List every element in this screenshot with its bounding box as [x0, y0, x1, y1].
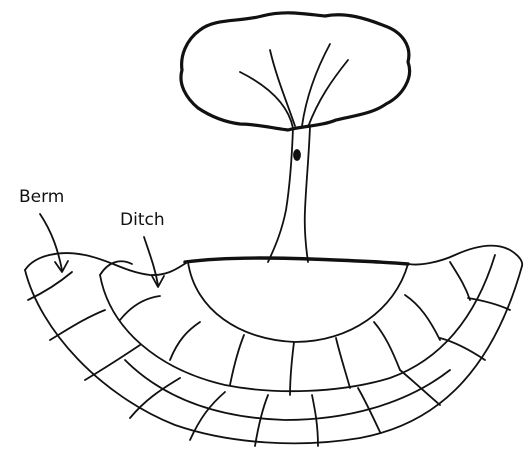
- soil-segment: [405, 295, 440, 340]
- soil-segment: [290, 342, 294, 395]
- tree-trunk-left: [268, 128, 293, 262]
- ditch-label: Ditch: [120, 210, 165, 230]
- soil-segment: [374, 322, 400, 370]
- tree-knot: [294, 150, 300, 160]
- soil-segment: [450, 262, 470, 300]
- soil-segment: [190, 392, 225, 440]
- soil-segment: [358, 388, 380, 432]
- soil-outer-arc: [25, 266, 522, 443]
- tree-icon: [181, 13, 410, 262]
- tree-branch: [308, 60, 348, 127]
- soil-segment: [230, 335, 244, 385]
- tree-branch: [270, 50, 295, 126]
- tree-canopy: [181, 13, 410, 130]
- soil-segment: [336, 338, 350, 388]
- planting-hole: [188, 262, 408, 342]
- berm-arrow: [40, 214, 68, 272]
- tree-branch: [302, 44, 330, 126]
- ditch-arrow: [144, 237, 164, 287]
- soil-segment: [100, 261, 132, 275]
- soil-band: [125, 360, 450, 420]
- tree-trunk-right: [305, 126, 310, 262]
- berm-label: Berm: [19, 187, 64, 207]
- soil-segment: [170, 322, 200, 360]
- soil-segment: [312, 395, 318, 446]
- soil-segment: [400, 370, 440, 405]
- soil-segment: [50, 310, 105, 340]
- ground-surface: [185, 258, 408, 264]
- soil-segment: [28, 272, 72, 300]
- soil-segment: [120, 296, 160, 320]
- soil-segment: [255, 395, 268, 446]
- soil-segment: [85, 345, 140, 380]
